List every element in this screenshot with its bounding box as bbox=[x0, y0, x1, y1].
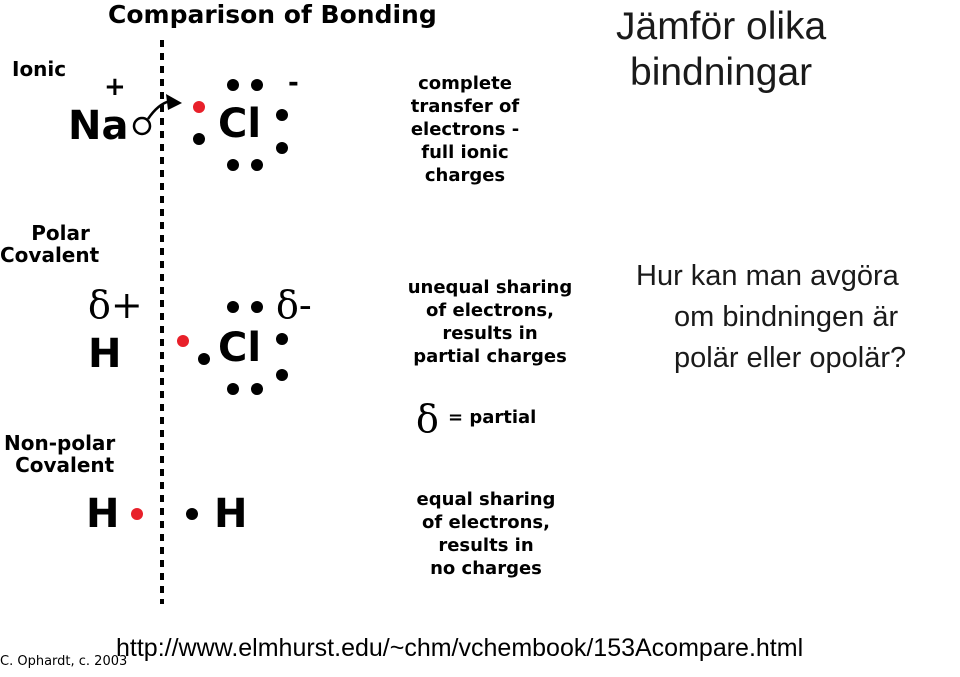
transferred-electron bbox=[193, 101, 205, 113]
polar-description: unequal sharing of electrons, results in… bbox=[407, 277, 573, 367]
electron bbox=[276, 369, 288, 381]
cl-symbol-ionic: Cl bbox=[218, 101, 262, 147]
diagram-graphics bbox=[131, 40, 288, 604]
h-electron-black bbox=[186, 508, 198, 520]
na-plus-charge: + bbox=[104, 72, 126, 102]
nonpolar-description: equal sharing of electrons, results in n… bbox=[416, 489, 556, 579]
na-empty-electron bbox=[132, 116, 152, 136]
electron bbox=[251, 159, 263, 171]
electron bbox=[276, 109, 288, 121]
source-link[interactable]: http://www.elmhurst.edu/~chm/vchembook/1… bbox=[116, 634, 804, 662]
shared-electron-h bbox=[177, 335, 189, 347]
electron bbox=[227, 159, 239, 171]
electron bbox=[193, 133, 205, 145]
electron bbox=[251, 301, 263, 313]
cl-minus-charge: - bbox=[288, 68, 299, 98]
electron bbox=[276, 333, 288, 345]
transfer-arrow bbox=[146, 99, 171, 120]
slide-question: Hur kan man avgöra om bindningen är polä… bbox=[636, 260, 907, 374]
h-electron-red bbox=[131, 508, 143, 520]
h-symbol-left: H bbox=[86, 491, 120, 537]
delta-minus: δ- bbox=[276, 283, 312, 327]
bonding-diagram: Comparison of Bonding Ionic + - Na Cl co… bbox=[0, 0, 573, 669]
delta-legend-text: = partial bbox=[448, 407, 537, 428]
nonpolar-label: Non-polar Covalent bbox=[4, 431, 116, 477]
electron bbox=[251, 79, 263, 91]
delta-legend-symbol: δ bbox=[416, 397, 439, 441]
delta-plus: δ+ bbox=[88, 283, 143, 327]
cl-symbol-polar: Cl bbox=[218, 325, 262, 371]
na-symbol: Na bbox=[68, 103, 129, 149]
copyright-note: C. Ophardt, c. 2003 bbox=[0, 654, 128, 669]
h-symbol-right: H bbox=[214, 491, 248, 537]
shared-electron-cl bbox=[198, 353, 210, 365]
transfer-arrowhead bbox=[166, 94, 182, 110]
polar-label: Polar Covalent bbox=[0, 221, 100, 267]
ionic-description: complete transfer of electrons - full io… bbox=[410, 73, 520, 186]
ionic-label: Ionic bbox=[12, 57, 67, 81]
diagram-header: Comparison of Bonding bbox=[108, 0, 437, 29]
electron bbox=[227, 301, 239, 313]
electron bbox=[227, 79, 239, 91]
electron bbox=[276, 142, 288, 154]
electron bbox=[251, 383, 263, 395]
electron bbox=[227, 383, 239, 395]
slide-title: Jämför olika bindningar bbox=[616, 5, 827, 94]
h-symbol-polar: H bbox=[88, 331, 122, 377]
